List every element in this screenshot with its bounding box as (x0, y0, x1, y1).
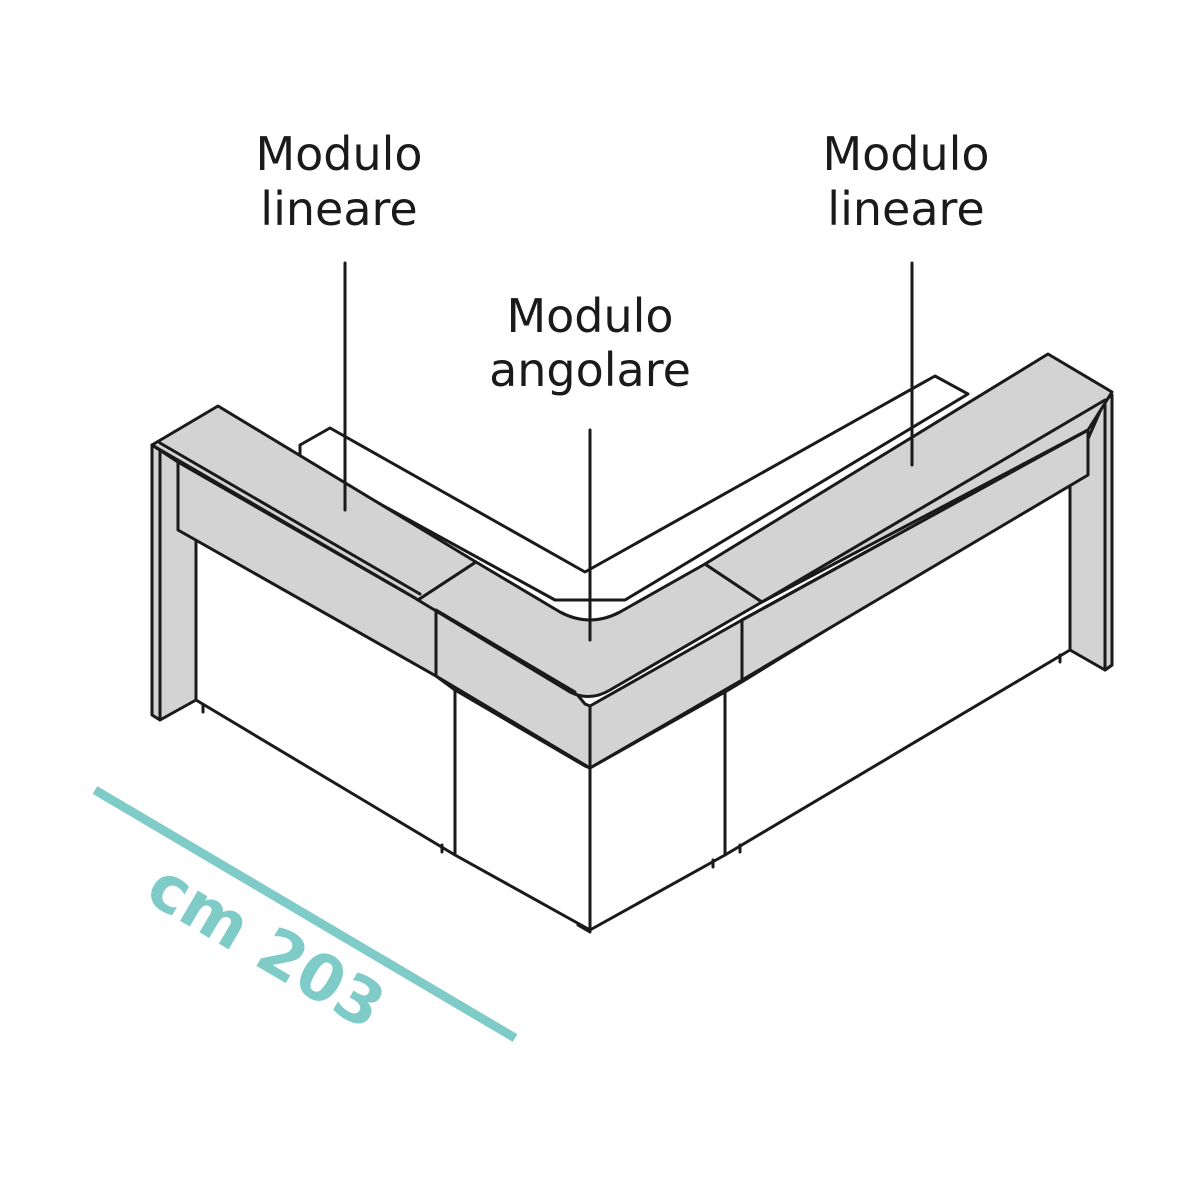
label-left-module-line1: Modulo (255, 127, 422, 181)
counter-top-left (150, 404, 478, 602)
label-right-module: Modulo lineare (822, 127, 989, 236)
lower-cabinet-right-b (723, 478, 1072, 857)
label-right-module-line1: Modulo (822, 127, 989, 181)
label-left-module: Modulo lineare (255, 127, 422, 236)
label-left-module-line2: lineare (260, 182, 417, 236)
dimension-line (92, 786, 518, 1042)
counter-top-right (703, 352, 1114, 622)
label-corner-module-line2: angolare (489, 343, 691, 397)
label-right-module-line2: lineare (827, 182, 984, 236)
label-corner-module: Modulo angolare (489, 289, 691, 397)
label-corner-module-line1: Modulo (506, 289, 673, 343)
